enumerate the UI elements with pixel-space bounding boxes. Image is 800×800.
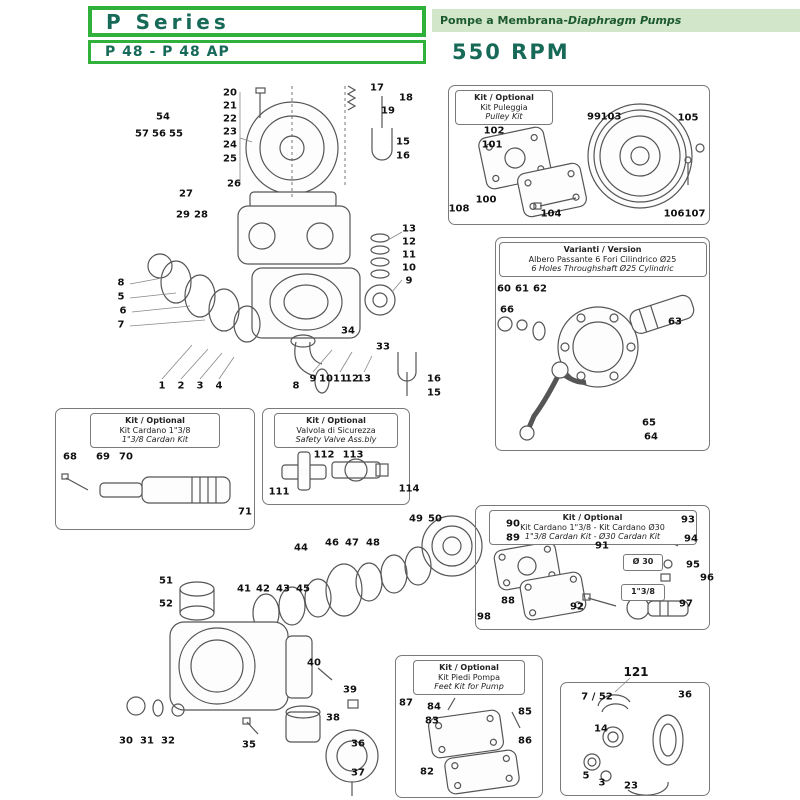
inset-line2: Feet Kit for Pump bbox=[434, 682, 504, 691]
inset-line1: Kit Cardano 1"3/8 bbox=[119, 425, 191, 435]
inset-line1: Valvola di Sicurezza bbox=[296, 425, 376, 435]
inset-title: Kit / Optional bbox=[562, 513, 623, 522]
category-band: Pompe a Membrana - Diaphragm Pumps bbox=[432, 9, 800, 32]
inset-title: Kit / Optional bbox=[439, 663, 499, 672]
inset-cardan-kit-30: Kit / Optional Kit Cardano 1"3/8 - Kit C… bbox=[475, 505, 710, 630]
series-title-box: P Series bbox=[88, 6, 426, 37]
inset-detail-121 bbox=[560, 682, 710, 796]
inset-feet-kit: Kit / Optional Kit Piedi Pompa Feet Kit … bbox=[395, 655, 543, 798]
inset-variant-label: Varianti / Version Albero Passante 6 For… bbox=[498, 242, 707, 277]
inset-pulley-kit: Kit / Optional Kit Puleggia Pulley Kit bbox=[448, 85, 710, 225]
model-range: P 48 - P 48 AP bbox=[105, 44, 230, 60]
category-english: Diaphragm Pumps bbox=[567, 14, 682, 27]
category-separator: - bbox=[563, 14, 568, 27]
inset-line2: Safety Valve Ass.bly bbox=[295, 435, 377, 444]
inset-line1: Albero Passante 6 Fori Cilindrico Ø25 bbox=[528, 254, 677, 264]
page-title: P Series bbox=[106, 9, 230, 34]
category-italian: Pompe a Membrana bbox=[440, 14, 564, 27]
rpm-label: 550 RPM bbox=[452, 40, 570, 64]
inset-title: Kit / Optional bbox=[125, 416, 185, 425]
inset-safety-valve-label: Kit / Optional Valvola di Sicurezza Safe… bbox=[274, 413, 398, 448]
inset-feet-kit-label: Kit / Optional Kit Piedi Pompa Feet Kit … bbox=[413, 660, 525, 695]
inset-title: Kit / Optional bbox=[306, 416, 366, 425]
inset-cardan-kit-30-label: Kit / Optional Kit Cardano 1"3/8 - Kit C… bbox=[488, 510, 697, 545]
inset-safety-valve: Kit / Optional Valvola di Sicurezza Safe… bbox=[262, 408, 410, 505]
model-range-box: P 48 - P 48 AP bbox=[88, 40, 426, 64]
label-diameter-30: Ø 30 bbox=[623, 554, 663, 571]
inset-line2: 6 Holes Throughshaft Ø25 Cylindric bbox=[531, 264, 674, 273]
inset-line1: Kit Piedi Pompa bbox=[438, 672, 500, 682]
inset-pulley-kit-label: Kit / Optional Kit Puleggia Pulley Kit bbox=[455, 90, 553, 125]
inset-line1: Kit Cardano 1"3/8 - Kit Cardano Ø30 bbox=[520, 522, 665, 532]
label-inch-1-3-8: 1"3/8 bbox=[621, 584, 665, 601]
inset-title: Kit / Optional bbox=[474, 93, 534, 102]
inset-line2: 1"3/8 Cardan Kit bbox=[121, 435, 189, 444]
inset-cardan-kit-label: Kit / Optional Kit Cardano 1"3/8 1"3/8 C… bbox=[90, 413, 220, 448]
inset-cardan-kit: Kit / Optional Kit Cardano 1"3/8 1"3/8 C… bbox=[55, 408, 255, 530]
inset-line1: Kit Puleggia bbox=[480, 102, 528, 112]
inset-line2: 1"3/8 Cardan Kit - Ø30 Cardan Kit bbox=[524, 532, 661, 541]
inset-variant: Varianti / Version Albero Passante 6 For… bbox=[495, 237, 710, 451]
inset-title: Varianti / Version bbox=[563, 245, 642, 254]
inset-line2: Pulley Kit bbox=[485, 112, 523, 121]
